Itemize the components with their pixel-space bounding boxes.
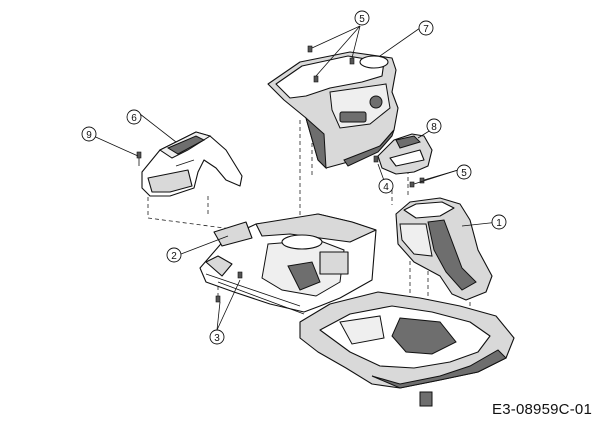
callout-2-label: 2 bbox=[171, 251, 177, 262]
callout-9-label: 9 bbox=[86, 130, 92, 141]
part-6-cover bbox=[141, 131, 243, 197]
callout-leaders bbox=[88, 25, 500, 331]
callout-1-label: 1 bbox=[496, 218, 502, 229]
callout-3-label: 3 bbox=[214, 333, 220, 344]
callout-5-top-label: 5 bbox=[359, 14, 365, 25]
part-1-tank-housing bbox=[395, 197, 493, 301]
diagram-code: E3-08959C-01 bbox=[492, 401, 592, 418]
callout-7: 7 bbox=[418, 20, 434, 36]
callout-3: 3 bbox=[209, 329, 225, 345]
part-5-screws-right bbox=[409, 177, 425, 188]
footrest-platform bbox=[299, 291, 515, 407]
callout-5-right-label: 5 bbox=[461, 168, 467, 179]
callout-8: 8 bbox=[426, 118, 442, 134]
callout-5-right: 5 bbox=[456, 164, 472, 180]
callout-9: 9 bbox=[81, 126, 97, 142]
callout-1: 1 bbox=[491, 214, 507, 230]
callout-5-top: 5 bbox=[354, 10, 370, 26]
part-4-screw bbox=[373, 155, 379, 163]
part-9-screw bbox=[136, 151, 142, 166]
callout-4-label: 4 bbox=[383, 182, 389, 193]
callout-6-label: 6 bbox=[131, 113, 137, 124]
chassis-frame bbox=[199, 213, 377, 315]
part-8-cap bbox=[377, 133, 433, 175]
callout-8-label: 8 bbox=[431, 122, 437, 133]
part-7-console-housing bbox=[267, 51, 399, 170]
callout-6: 6 bbox=[126, 109, 142, 125]
callout-2: 2 bbox=[166, 247, 182, 263]
callout-7-label: 7 bbox=[423, 24, 429, 35]
part-3-screws bbox=[215, 271, 243, 303]
callout-4: 4 bbox=[378, 178, 394, 194]
